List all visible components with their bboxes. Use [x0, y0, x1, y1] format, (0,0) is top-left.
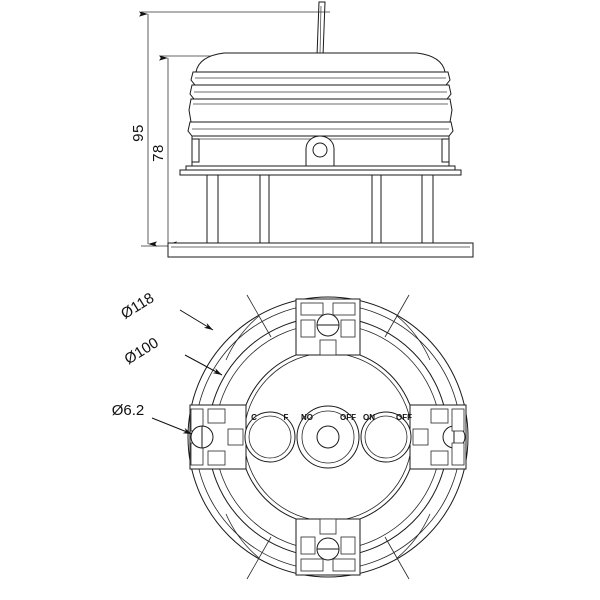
radial-spokes: [225, 294, 431, 580]
port-left-label-c: C: [251, 413, 257, 422]
callout-label-100: Ø100: [122, 334, 162, 368]
callout-label-118: Ø118: [118, 290, 157, 323]
support-legs: [207, 175, 433, 243]
leg-4: [422, 175, 433, 243]
leg-2: [260, 175, 269, 243]
port-right[interactable]: ON OFF: [361, 412, 412, 462]
port-center-label-no: NO: [301, 413, 313, 422]
mounting-boss-left: [190, 405, 246, 469]
mounting-boss-right: [410, 405, 466, 469]
leg-1: [207, 175, 218, 243]
callout-diameter-118: Ø118: [118, 290, 214, 331]
mounting-boss-bottom: [296, 519, 360, 575]
port-left-label-f: F: [284, 413, 289, 422]
dimension-label-95: 95: [130, 124, 147, 142]
housing-body: [192, 136, 449, 166]
base-plate: [168, 243, 473, 257]
ribbed-dome-lens: [188, 53, 453, 136]
leg-3: [372, 175, 381, 243]
dimension-95: 95: [130, 11, 157, 247]
callout-label-6-2: Ø6.2: [112, 402, 145, 419]
mounting-boss-top: [296, 299, 360, 355]
antenna-stem: [317, 2, 325, 56]
port-right-label-on: ON: [363, 413, 375, 422]
port-right-label-off: OFF: [396, 413, 412, 422]
callout-diameter-6-2: Ø6.2: [112, 402, 193, 435]
body-flange: [180, 166, 461, 175]
side-view-group: 95 78: [130, 2, 473, 257]
mounting-lug: [306, 136, 334, 166]
bottom-view-group: C F NO OFF ON OFF Ø118: [112, 290, 468, 580]
port-center-label-off: OFF: [340, 413, 356, 422]
dimension-78: 78: [150, 55, 177, 247]
port-left[interactable]: C F: [245, 412, 295, 462]
dimension-label-78: 78: [150, 144, 167, 162]
port-center[interactable]: NO OFF: [297, 406, 359, 468]
